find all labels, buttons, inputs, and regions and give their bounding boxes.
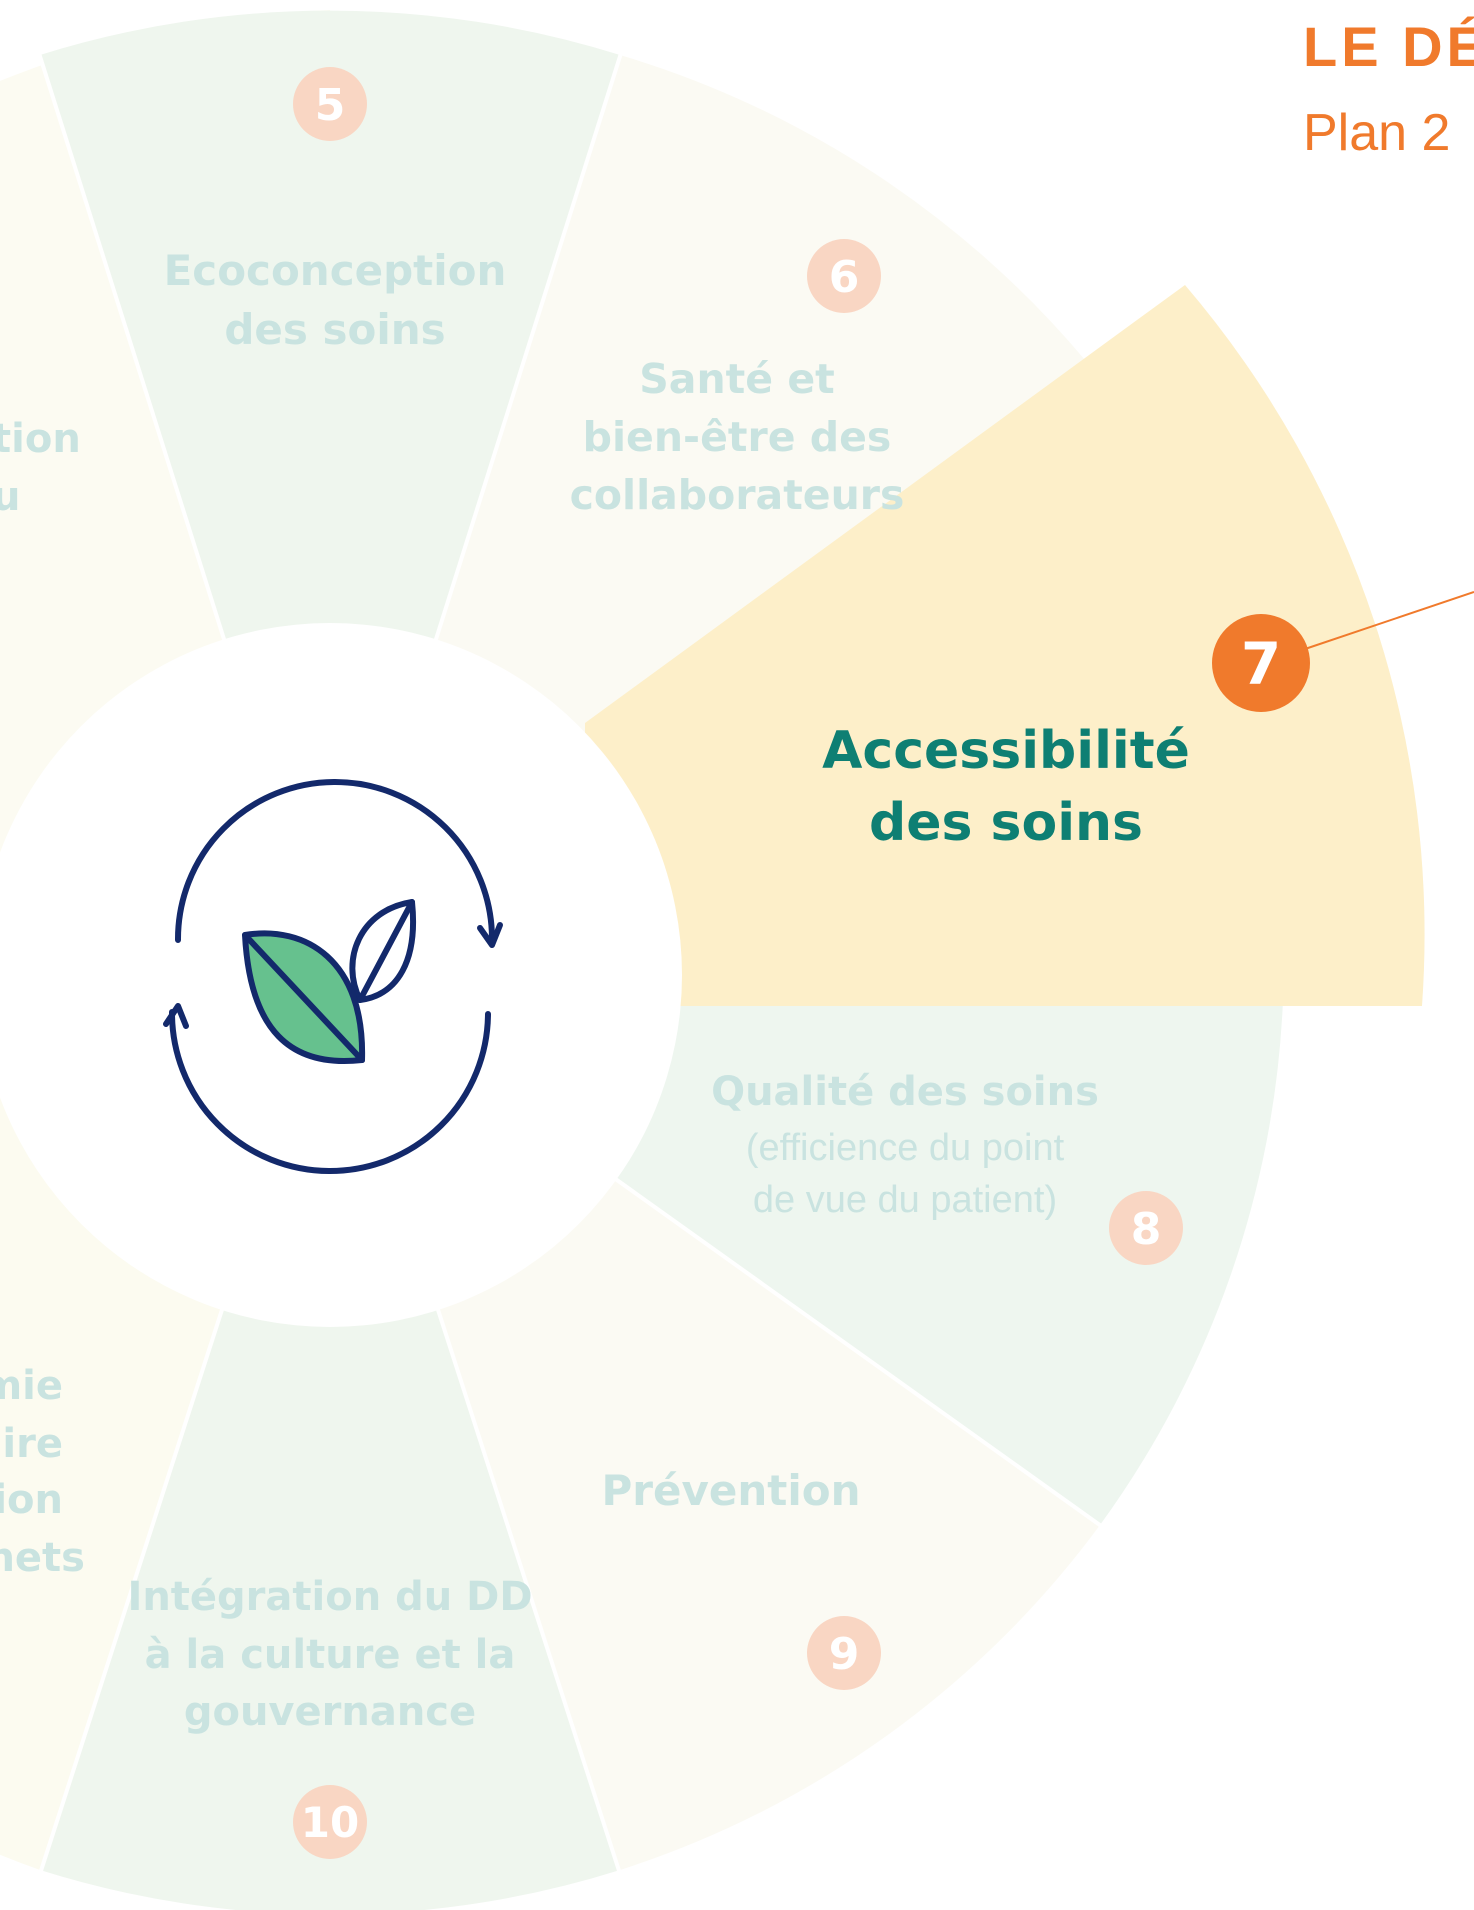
- label-segment-5: Ecoconception des soins: [164, 246, 507, 354]
- badge-circle: [807, 239, 881, 313]
- label-line: nets: [0, 1535, 85, 1581]
- label-segment-9: Prévention: [602, 1466, 861, 1515]
- badge-10[interactable]: 10: [293, 1785, 367, 1859]
- badge-circle: [1109, 1191, 1183, 1265]
- badge-circle: [293, 67, 367, 141]
- badge-circle: [807, 1616, 881, 1690]
- cycle-arrow-top-icon: [174, 779, 495, 943]
- label-segment-7: Accessibilité des soins: [822, 721, 1190, 853]
- label-line: Intégration du DD: [127, 1574, 532, 1620]
- badge-number: 7: [1241, 630, 1281, 698]
- sector-7-highlight: [585, 285, 1425, 1006]
- label-segment-6: Santé et bien-être des collaborateurs: [570, 355, 905, 519]
- badge-7[interactable]: 7: [1212, 614, 1310, 712]
- label-segment-4: tion u: [0, 416, 81, 520]
- label-line: Prévention: [602, 1466, 861, 1515]
- label-line: Santé et: [639, 355, 834, 403]
- label-sub-line: de vue du patient): [753, 1179, 1057, 1221]
- label-line: à la culture et la: [145, 1632, 516, 1678]
- badge-number: 8: [1131, 1204, 1162, 1255]
- label-segment-11: mie ire ion nets: [0, 1363, 85, 1581]
- label-line: Accessibilité: [822, 721, 1190, 781]
- badge-8[interactable]: 8: [1109, 1191, 1183, 1265]
- badge-6[interactable]: 6: [807, 239, 881, 313]
- page-subtitle: Plan 2: [1303, 104, 1450, 162]
- badge-circle: [293, 1785, 367, 1859]
- label-line: collaborateurs: [570, 471, 905, 519]
- badge-5[interactable]: 5: [293, 67, 367, 141]
- leaf-cycle-icon: [163, 779, 503, 1174]
- connector-line: [1301, 591, 1474, 651]
- label-line: des soins: [869, 793, 1143, 853]
- badge-number: 5: [315, 80, 346, 131]
- label-line: ire: [2, 1421, 63, 1467]
- sector-5: [40, 10, 620, 975]
- cycle-arrow-bottom-icon: [168, 1009, 491, 1174]
- badge-9[interactable]: 9: [807, 1616, 881, 1690]
- arrowhead-icon: [477, 922, 503, 948]
- page-title: LE DÉ: [1303, 15, 1474, 78]
- label-line: ion: [0, 1477, 63, 1523]
- label-line: bien-être des: [583, 413, 892, 461]
- badge-number: 6: [829, 252, 860, 303]
- label-line: gouvernance: [184, 1689, 476, 1735]
- leaf-vein-icon: [242, 932, 365, 1063]
- label-line: mie: [0, 1363, 63, 1409]
- label-line: Ecoconception: [164, 246, 507, 295]
- label-segment-8: Qualité des soins (efficience du point d…: [711, 1069, 1099, 1221]
- badge-number: 9: [829, 1629, 860, 1680]
- label-sub-line: (efficience du point: [746, 1127, 1065, 1169]
- badge-number: 10: [301, 1798, 359, 1847]
- label-segment-10: Intégration du DD à la culture et la gou…: [127, 1574, 532, 1735]
- label-line: u: [0, 474, 20, 520]
- sector-10: [40, 975, 620, 1910]
- label-line: tion: [0, 416, 81, 462]
- arrowhead-icon: [163, 1003, 189, 1029]
- badge-circle: [1212, 614, 1310, 712]
- leaf-vein-icon: [357, 899, 415, 1003]
- label-line: Qualité des soins: [711, 1069, 1099, 1115]
- label-line: des soins: [224, 305, 445, 354]
